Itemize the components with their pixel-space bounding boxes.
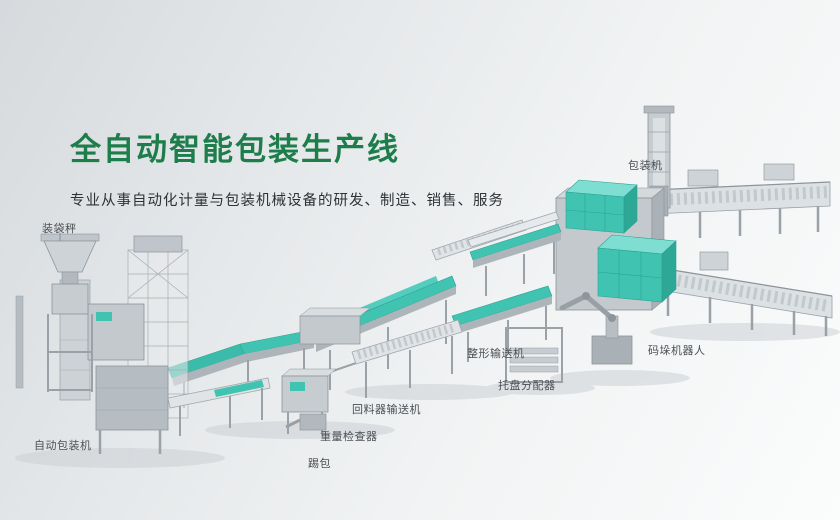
label-palletizing-robot: 码垛机器人: [648, 345, 706, 357]
headline-block: 全自动智能包装生产线 专业从事自动化计量与包装机械设备的研发、制造、销售、服务: [70, 124, 504, 210]
packaging-machine-tower: [643, 105, 675, 217]
page-title: 全自动智能包装生产线: [70, 132, 400, 167]
return-feeder-conveyor-machine: [351, 319, 463, 398]
bag-kicker-machine: [285, 413, 327, 431]
label-pallet-dispenser: 托盘分配器: [498, 380, 556, 392]
curve-conveyor: [167, 307, 371, 408]
carton-stack-lower: [597, 234, 677, 303]
weight-checker-machine: [281, 368, 337, 434]
carton-stack-upper: [565, 179, 638, 234]
label-auto-packaging-machine: 自动包装机: [34, 440, 92, 452]
label-shaping-conveyor: 整形输送机: [467, 348, 525, 360]
label-weight-checker: 重量检查器: [320, 431, 378, 443]
shaping-conveyor-machine: [451, 285, 553, 362]
label-bagging-scale: 装袋秤: [42, 223, 77, 235]
ground-shadows: [15, 323, 840, 468]
label-kick-bag: 踢包: [308, 458, 331, 470]
front-conveyor-chain: [167, 377, 271, 436]
junction-conveyor-gray: [431, 211, 560, 261]
pallet-dispenser-machine: [505, 327, 563, 383]
page-subtitle: 专业从事自动化计量与包装机械设备的研发、制造、销售、服务: [70, 193, 504, 209]
callout-lines: [59, 163, 662, 241]
label-packaging-machine: 包装机: [628, 160, 663, 172]
label-return-feeder-conveyor: 回料器输送机: [352, 404, 421, 416]
palletizing-robot-machine: [559, 292, 633, 365]
junction-conveyor-teal: [469, 223, 562, 296]
bagging-scale-machine: [15, 233, 100, 392]
right-roller-conveyor-upper: [651, 163, 831, 240]
